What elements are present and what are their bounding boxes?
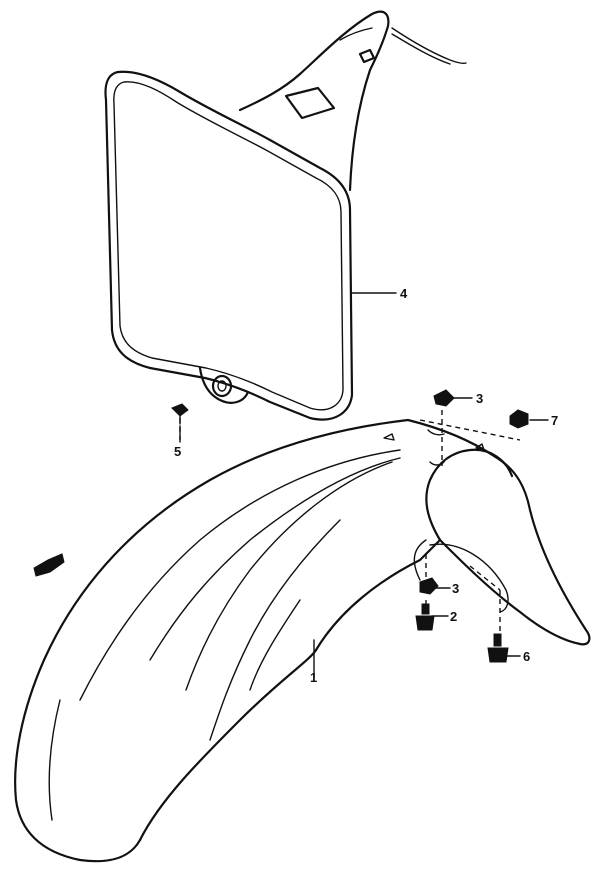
callout-2: 2 (450, 609, 457, 624)
callout-7: 7 (551, 413, 558, 428)
number-plate (104, 10, 467, 421)
nut-clip-upper (433, 389, 455, 407)
callout-3-lower: 3 (452, 581, 459, 596)
small-clip-icon (33, 553, 65, 577)
front-fender (14, 418, 591, 863)
leader-lines (179, 292, 549, 677)
nut-7 (509, 409, 529, 429)
bolt-2 (415, 603, 435, 631)
bolt-washer-6 (487, 633, 509, 663)
callout-5: 5 (174, 444, 181, 459)
assembly-lines (179, 410, 521, 640)
callout-1: 1 (310, 670, 317, 685)
callout-4: 4 (400, 286, 408, 301)
callout-3-upper: 3 (476, 391, 483, 406)
callout-6: 6 (523, 649, 530, 664)
nut-clip-lower (419, 577, 439, 595)
screw-5 (171, 403, 189, 425)
callout-labels: 3 7 4 5 3 2 6 1 (174, 286, 558, 685)
